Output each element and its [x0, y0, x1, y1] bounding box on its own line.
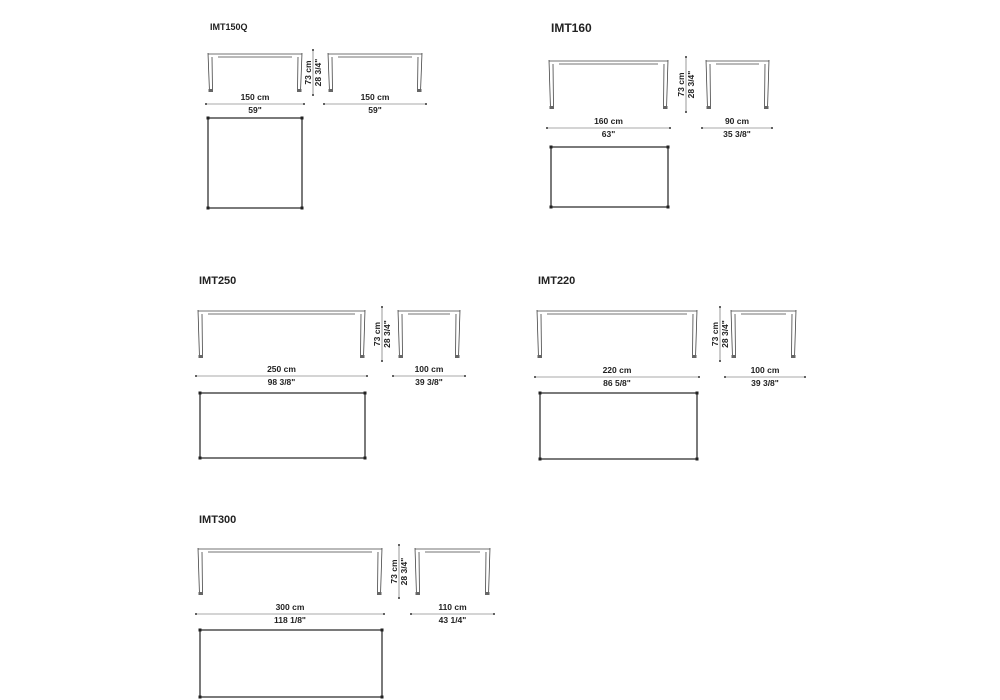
length-in-label: 98 3/8"	[268, 377, 296, 387]
height-in-label: 28 3/4"	[313, 59, 323, 87]
height-cm-label: 73 cm	[389, 559, 399, 584]
height-in-label: 28 3/4"	[720, 320, 730, 348]
depth-dimension	[701, 127, 773, 129]
length-cm-label: 300 cm	[276, 602, 305, 612]
height-in-label: 28 3/4"	[399, 558, 409, 586]
depth-in-label: 59"	[368, 105, 382, 115]
length-cm-label: 220 cm	[603, 365, 632, 375]
end-view	[705, 59, 770, 110]
end-view	[327, 52, 423, 93]
length-dimension	[546, 127, 671, 129]
height-in-label: 28 3/4"	[686, 71, 696, 99]
depth-cm-label: 90 cm	[725, 116, 750, 126]
depth-cm-label: 100 cm	[751, 365, 780, 375]
depth-in-label: 43 1/4"	[439, 615, 467, 625]
height-cm-label: 73 cm	[676, 72, 686, 97]
length-dimension	[195, 613, 385, 615]
length-cm-label: 160 cm	[594, 116, 623, 126]
top-view	[198, 391, 367, 460]
model-title: IMT300	[199, 514, 236, 526]
height-in-label: 28 3/4"	[382, 320, 392, 348]
length-cm-label: 150 cm	[241, 92, 270, 102]
depth-in-label: 39 3/8"	[751, 378, 779, 388]
height-cm-label: 73 cm	[303, 60, 313, 85]
top-view	[549, 145, 670, 209]
length-in-label: 63"	[602, 129, 616, 139]
depth-cm-label: 100 cm	[415, 364, 444, 374]
end-view	[414, 547, 491, 596]
model-title: IMT150Q	[210, 22, 248, 32]
top-view	[538, 391, 699, 461]
depth-in-label: 35 3/8"	[723, 129, 751, 139]
end-view	[397, 309, 461, 359]
top-view	[198, 628, 384, 699]
depth-dimension	[724, 376, 806, 378]
side-view	[548, 59, 669, 110]
model-title: IMT220	[538, 275, 575, 287]
side-view	[197, 309, 366, 359]
depth-dimension	[410, 613, 495, 615]
length-cm-label: 250 cm	[267, 364, 296, 374]
end-view	[730, 309, 797, 359]
length-in-label: 118 1/8"	[274, 615, 306, 625]
depth-in-label: 39 3/8"	[415, 377, 443, 387]
top-view	[206, 116, 304, 210]
length-dimension	[534, 376, 700, 378]
length-dimension	[195, 375, 368, 377]
depth-cm-label: 150 cm	[361, 92, 390, 102]
depth-dimension	[392, 375, 466, 377]
model-title: IMT160	[551, 21, 592, 35]
height-cm-label: 73 cm	[372, 322, 382, 347]
length-in-label: 59"	[248, 105, 262, 115]
height-cm-label: 73 cm	[710, 322, 720, 347]
depth-cm-label: 110 cm	[438, 602, 467, 612]
side-view	[197, 547, 383, 596]
length-in-label: 86 5/8"	[603, 378, 631, 388]
model-title: IMT250	[199, 275, 236, 287]
length-dimension	[205, 103, 305, 105]
side-view	[536, 309, 698, 359]
side-view	[207, 52, 303, 93]
depth-dimension	[323, 103, 427, 105]
